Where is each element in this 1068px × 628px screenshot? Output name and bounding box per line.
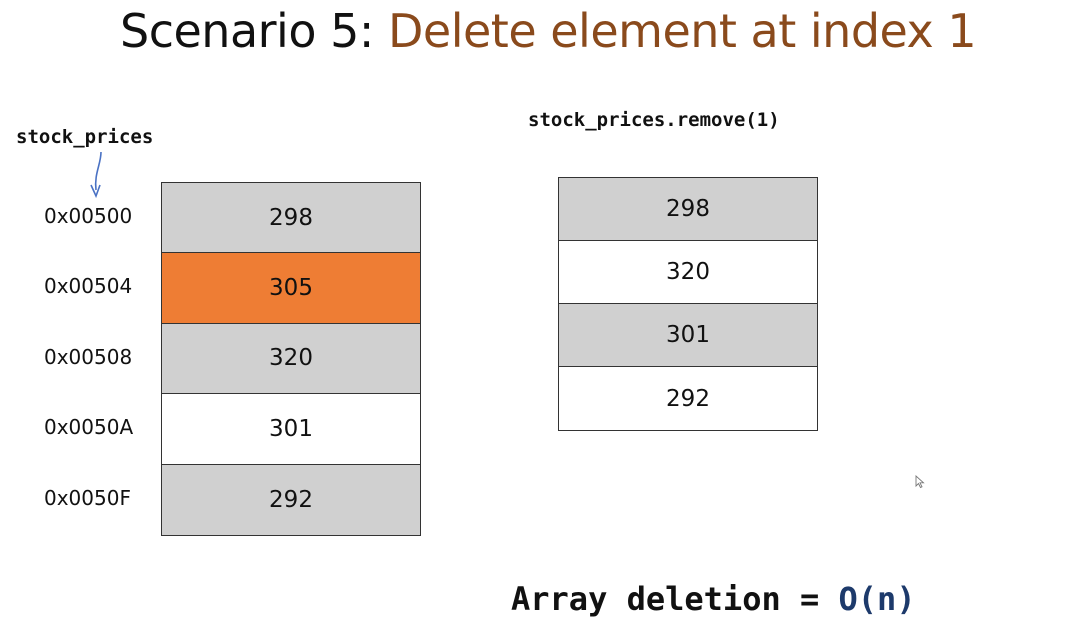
before-array-cell: 305 [162, 253, 420, 324]
variable-label: stock_prices [16, 126, 154, 148]
memory-address-label: 0x00508 [44, 344, 133, 369]
memory-address-label: 0x00500 [44, 204, 133, 228]
after-array-cell: 301 [559, 304, 817, 367]
after-array-cell: 292 [559, 367, 817, 430]
title-highlight: Delete element at index 1 [387, 4, 977, 58]
memory-address-label: 0x0050F [44, 485, 131, 510]
before-array-cell: 298 [162, 183, 420, 254]
complexity-value: O(n) [838, 580, 916, 618]
title-prefix: Scenario 5: [120, 4, 388, 58]
remove-call-label: stock_prices.remove(1) [528, 109, 780, 131]
slide-title: Scenario 5: Delete element at index 1 [120, 4, 977, 58]
before-array-cell: 301 [162, 394, 420, 465]
pointer-arrow-icon [90, 151, 102, 199]
before-array-cell: 292 [162, 464, 420, 535]
memory-address-label: 0x00504 [44, 274, 133, 299]
footer-complexity: Array deletion = O(n) [511, 580, 916, 618]
memory-address-label: 0x0050A [44, 415, 134, 440]
footer-prefix: Array deletion = [511, 580, 839, 618]
mouse-cursor-icon [915, 475, 925, 489]
before-array-cell: 320 [162, 323, 420, 395]
after-array-cell: 320 [559, 241, 817, 304]
after-array-cell: 298 [559, 178, 817, 241]
